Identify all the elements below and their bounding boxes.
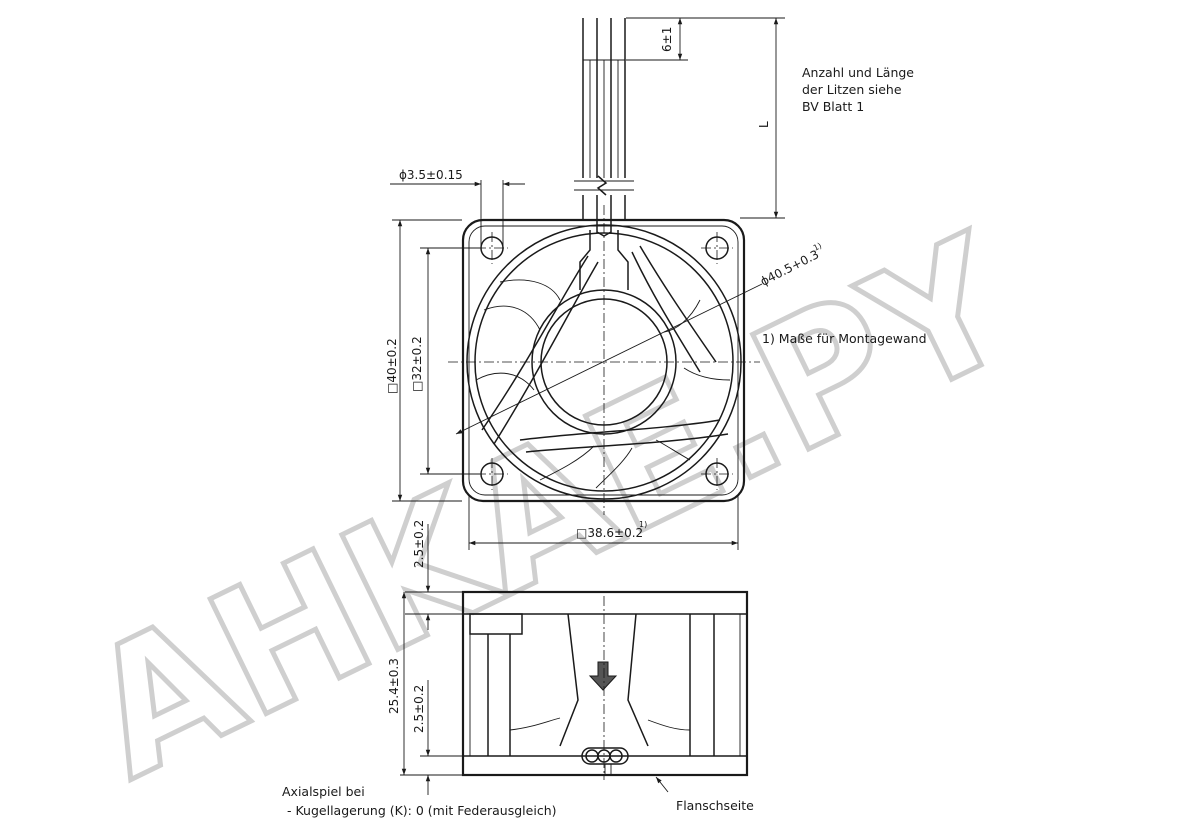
axial-play-item: - Kugellagerung (K): 0 (mit Federausglei… bbox=[287, 803, 557, 818]
circle-diameter-footnote: 1) bbox=[812, 241, 823, 253]
footnote-mounting: 1) Maße für Montagewand bbox=[762, 331, 927, 346]
dimension-frame-width: □38.6±0.2 1) bbox=[468, 495, 739, 550]
flange-side-leader: Flanschseite bbox=[655, 776, 754, 813]
flange-top-label: 2.5±0.2 bbox=[412, 520, 426, 568]
watermark: AHKAE.PY bbox=[59, 199, 1043, 818]
fan-side-view bbox=[461, 590, 749, 780]
dimension-flange-bottom: 2.5±0.2 bbox=[412, 680, 462, 795]
wire-length-label: L bbox=[757, 121, 771, 128]
wire-offset-label: 6±1 bbox=[660, 27, 674, 52]
dimension-flange-top: 2.5±0.2 bbox=[405, 520, 462, 630]
depth-label: 25.4±0.3 bbox=[387, 658, 401, 714]
dimension-depth: 25.4±0.3 bbox=[387, 592, 462, 776]
hole-spacing-label: □32±0.2 bbox=[410, 336, 424, 392]
wire-note-line1: Anzahl und Länge bbox=[802, 65, 914, 80]
frame-width-label: □38.6±0.2 bbox=[576, 526, 643, 540]
flange-side-label: Flanschseite bbox=[676, 798, 754, 813]
dimension-wire-length: L bbox=[627, 17, 785, 219]
dimension-wire-offset: 6±1 bbox=[626, 17, 688, 61]
axial-play-title: Axialspiel bei bbox=[282, 784, 365, 799]
hole-diameter-label: ϕ3.5±0.15 bbox=[399, 168, 463, 182]
dimension-hole-spacing: □32±0.2 bbox=[410, 247, 480, 475]
fan-front-view bbox=[448, 205, 760, 515]
frame-width-footnote: 1) bbox=[639, 520, 647, 529]
wire-note-line2: der Litzen siehe bbox=[802, 82, 902, 97]
dimension-hole-diameter: ϕ3.5±0.15 bbox=[390, 168, 525, 246]
wire-note-line3: BV Blatt 1 bbox=[802, 99, 864, 114]
flange-bottom-label: 2.5±0.2 bbox=[412, 685, 426, 733]
lead-wires bbox=[574, 18, 634, 237]
frame-height-label: □40±0.2 bbox=[385, 338, 399, 394]
dimension-frame-height: □40±0.2 bbox=[385, 219, 462, 502]
